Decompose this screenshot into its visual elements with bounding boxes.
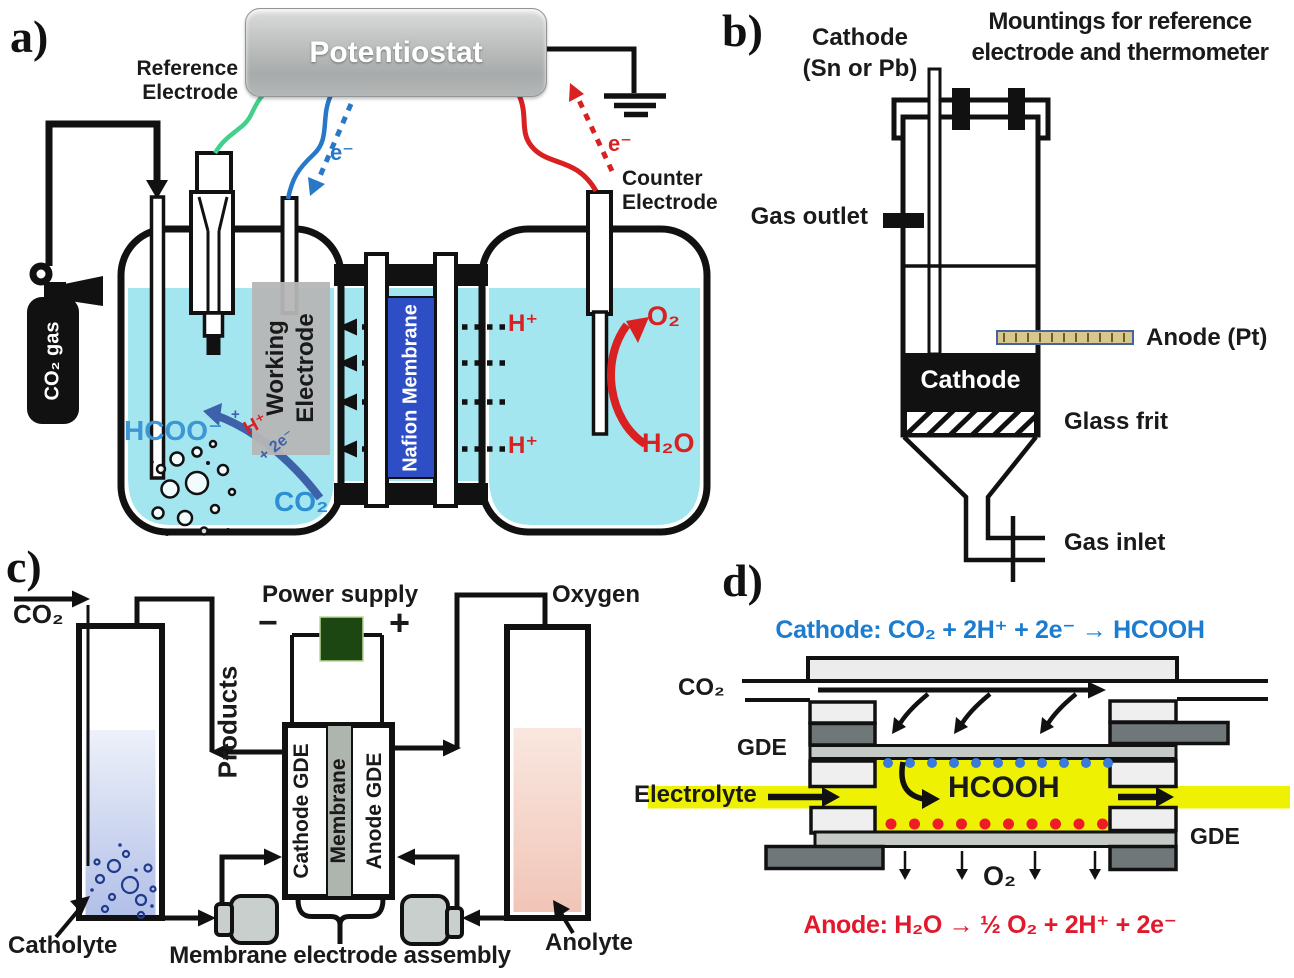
cathode-sn-pb-label: Cathode (Sn or Pb) — [802, 24, 918, 83]
anolyte-label: Anolyte — [545, 929, 634, 956]
products-label: Products — [212, 665, 243, 779]
glass-frit-label: Glass frit — [1064, 408, 1169, 435]
gas-outlet-label: Gas outlet — [750, 203, 868, 230]
o2-evolution-label: O₂ — [983, 861, 1016, 891]
co2-inlet-label: CO₂ — [13, 599, 64, 629]
oxygen-label: Oxygen — [552, 581, 641, 608]
panel-a-membrane-clamp — [334, 252, 488, 508]
catholyte-label: Catholyte — [8, 932, 118, 959]
hcooh-product-label: HCOOH — [948, 771, 1060, 804]
cathode-equation: Cathode: CO₂ + 2H⁺ + 2e⁻ → HCOOH — [775, 616, 1205, 644]
panel-b-tag: b) — [722, 5, 763, 56]
co2-reactant-label: CO₂ — [274, 486, 329, 517]
electrolyte-label: Electrolyte — [634, 781, 757, 808]
counter-electrode-body — [586, 190, 649, 448]
anode-equation: Anode: H₂O → ½ O₂ + 2H⁺ + 2e⁻ — [803, 911, 1177, 939]
electron-flow-red-label: e⁻ — [608, 131, 632, 156]
panel-a-tag: a) — [10, 11, 49, 62]
panel-a-proton-arrows — [338, 318, 505, 458]
o2-label-panel-a: O₂ — [647, 301, 680, 331]
panel-d-tag: d) — [722, 555, 763, 606]
panel-c-tag: c) — [6, 541, 42, 592]
working-electrode-label: Working Electrode — [262, 313, 319, 423]
reference-electrode-body — [189, 151, 235, 355]
panel-b-cell — [883, 67, 1134, 582]
membrane-label: Membrane — [327, 758, 350, 864]
electron-flow-blue-label: e⁻ — [330, 140, 354, 165]
co2-cylinder — [27, 120, 168, 424]
panel-a-left-cell-contents — [149, 195, 330, 536]
gde-top-label: GDE — [737, 734, 787, 760]
cathode-block-label: Cathode — [920, 366, 1021, 394]
h-plus-top-label: H⁺ — [508, 310, 538, 337]
potentiostat-box: Potentiostat — [245, 8, 547, 97]
co2-gas-cylinder-label: CO₂ gas — [41, 321, 64, 401]
reference-electrode-label: Reference Electrode — [136, 57, 238, 105]
mountings-label: Mountings for reference electrode and th… — [971, 8, 1269, 66]
gas-inlet-label: Gas inlet — [1064, 529, 1166, 556]
nafion-membrane-label: Nafion Membrane — [399, 304, 422, 472]
plus-terminal: + — [389, 602, 411, 643]
cathode-gde-label: Cathode GDE — [290, 743, 313, 879]
minus-terminal: − — [258, 604, 278, 642]
reaction-plus-sign: + — [231, 406, 240, 423]
counter-electrode-label: Counter Electrode — [622, 167, 718, 215]
potentiostat-label: Potentiostat — [309, 35, 483, 69]
anode-gde-label: Anode GDE — [363, 752, 386, 870]
h2o-label: H₂O — [642, 428, 695, 458]
hcoo-product-label: HCOO⁻ — [124, 415, 223, 446]
panel-c-flow-cell — [14, 590, 591, 946]
power-supply-label: Power supply — [262, 581, 419, 608]
panel-a-wires — [213, 46, 666, 200]
gde-bottom-label: GDE — [1190, 823, 1240, 849]
anode-pt-label: Anode (Pt) — [1146, 324, 1268, 351]
mea-label: Membrane electrode assembly — [169, 942, 511, 969]
h-plus-bottom-label: H⁺ — [508, 432, 538, 459]
panel-d-gde-cell — [648, 656, 1290, 880]
co2-feed-label: CO₂ — [678, 674, 725, 701]
